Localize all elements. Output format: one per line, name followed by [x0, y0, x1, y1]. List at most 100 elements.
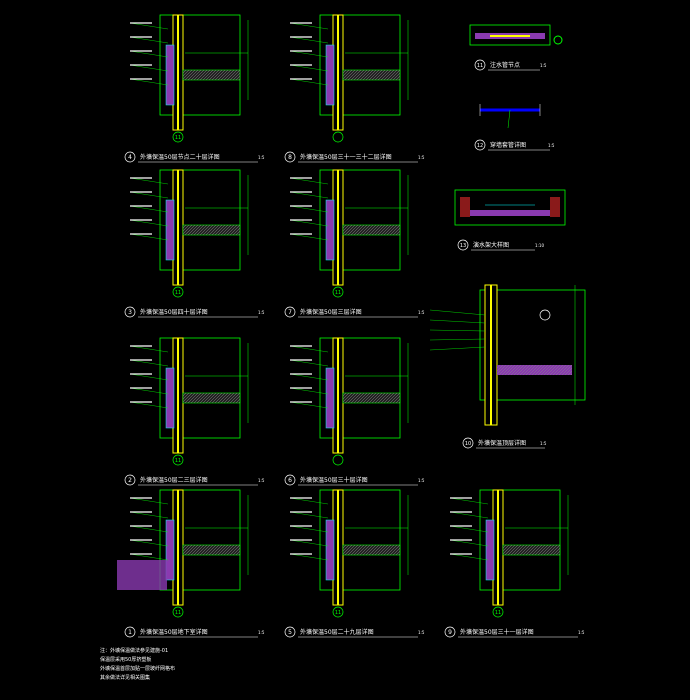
axis-bubble [492, 606, 504, 618]
axis-bubble [172, 606, 184, 618]
detail-12: 12 穿墙套管详图 1:5 [474, 104, 555, 151]
detail-scale: 1:5 [418, 478, 425, 483]
note-line: 保温层采用50厚挤塑板 [100, 656, 151, 663]
detail-number-bubble [124, 474, 136, 486]
leader-line [129, 359, 169, 367]
floor-slab [182, 544, 241, 556]
axis-label: 11 [335, 290, 341, 296]
leader-line [289, 401, 329, 409]
leader-line [449, 525, 489, 533]
detail-title: 外壙保温50层二三层详图 [140, 476, 208, 484]
axis-bubble [172, 454, 184, 466]
detail-title: 外壙保温50层四十层详图 [140, 308, 208, 316]
detail-scale: 1:5 [578, 630, 585, 635]
floor-slab [497, 365, 572, 375]
leader-line [289, 205, 329, 213]
detail-frame [319, 489, 401, 591]
floor-slab [342, 544, 401, 556]
insulation-layer [165, 367, 175, 429]
leader-line [429, 309, 486, 316]
detail-title: 外壙保温50层三十层详图 [300, 476, 368, 484]
detail-number: 6 [288, 477, 292, 484]
axis-bubble [332, 131, 344, 143]
leader-line [289, 219, 329, 227]
leader-line [429, 319, 486, 324]
floor-slab [182, 392, 241, 404]
detail-title: 外壙保温50层三十一三十二层详图 [300, 153, 392, 161]
detail-frame [479, 489, 561, 591]
detail-scale: 1:5 [548, 143, 555, 148]
leader-line [449, 511, 489, 519]
detail-number-bubble [284, 626, 296, 638]
axis-bubble [172, 131, 184, 143]
detail-6: 6 外壙保温50层三十层详图 1:5 [284, 337, 425, 486]
leader-line [129, 525, 169, 533]
detail-scale: 1:10 [535, 243, 544, 248]
detail-title: 注水管节点 [490, 61, 520, 69]
leader-line [289, 497, 329, 505]
detail-number: 1 [128, 629, 132, 636]
leader-line [289, 177, 329, 185]
leader-line [129, 553, 169, 561]
leader-line [129, 64, 169, 72]
detail-title: 穿墙套管详图 [490, 141, 526, 149]
detail-frame [319, 14, 401, 116]
detail-title: 外壙保温50层二十九层详图 [300, 628, 374, 636]
leader-line [289, 64, 329, 72]
leader-line [129, 511, 169, 519]
leader-line [129, 233, 169, 241]
leader-line [289, 50, 329, 58]
leader-line [129, 401, 169, 409]
leader-line [129, 36, 169, 44]
axis-label: 11 [175, 458, 181, 464]
leader-line [289, 191, 329, 199]
detail-scale: 1:5 [258, 478, 265, 483]
notes-block: 注：外壙保温做法参见建施-01保温层采用50厚挤塑板外壙保温首层加贴一层玻纤网格… [100, 647, 175, 681]
axis-label: 11 [175, 135, 181, 141]
axis-bubble [332, 606, 344, 618]
floor-slab [182, 224, 241, 236]
detail-number-bubble [124, 151, 136, 163]
leader-line [289, 233, 329, 241]
leader-line [289, 36, 329, 44]
leader-line [449, 539, 489, 547]
insulation-layer [325, 367, 335, 429]
leader-line [289, 553, 329, 561]
leader-line [129, 497, 169, 505]
detail-number-bubble [124, 626, 136, 638]
detail-frame [319, 337, 401, 439]
leader-line [289, 359, 329, 367]
leader-line [289, 525, 329, 533]
axis-bubble [332, 286, 344, 298]
axis-label: 11 [175, 610, 181, 616]
detail-title: 外壙保温50层三层详图 [300, 308, 362, 316]
detail-frame [159, 489, 241, 591]
detail-number-bubble [284, 151, 296, 163]
note-line: 注：外壙保温做法参见建施-01 [100, 647, 168, 654]
detail-scale: 1:5 [418, 310, 425, 315]
detail-scale: 1:5 [258, 630, 265, 635]
detail-number: 4 [128, 154, 132, 161]
detail-number-bubble [284, 474, 296, 486]
insulation-layer [165, 44, 175, 106]
floor-slab [342, 392, 401, 404]
leader-line [289, 345, 329, 353]
note-line: 其余做法详见相关图集 [100, 674, 150, 681]
detail-scale: 1:5 [418, 630, 425, 635]
leader-line [129, 345, 169, 353]
leader-line [449, 497, 489, 505]
leader-line [429, 329, 486, 332]
detail-number: 12 [477, 143, 483, 149]
detail-scale: 1:5 [540, 441, 547, 446]
leader-line [429, 338, 486, 341]
detail-title: 外壙保温50层节点二十层详图 [140, 153, 220, 161]
detail-number-bubble [444, 626, 456, 638]
detail-frame [319, 169, 401, 271]
